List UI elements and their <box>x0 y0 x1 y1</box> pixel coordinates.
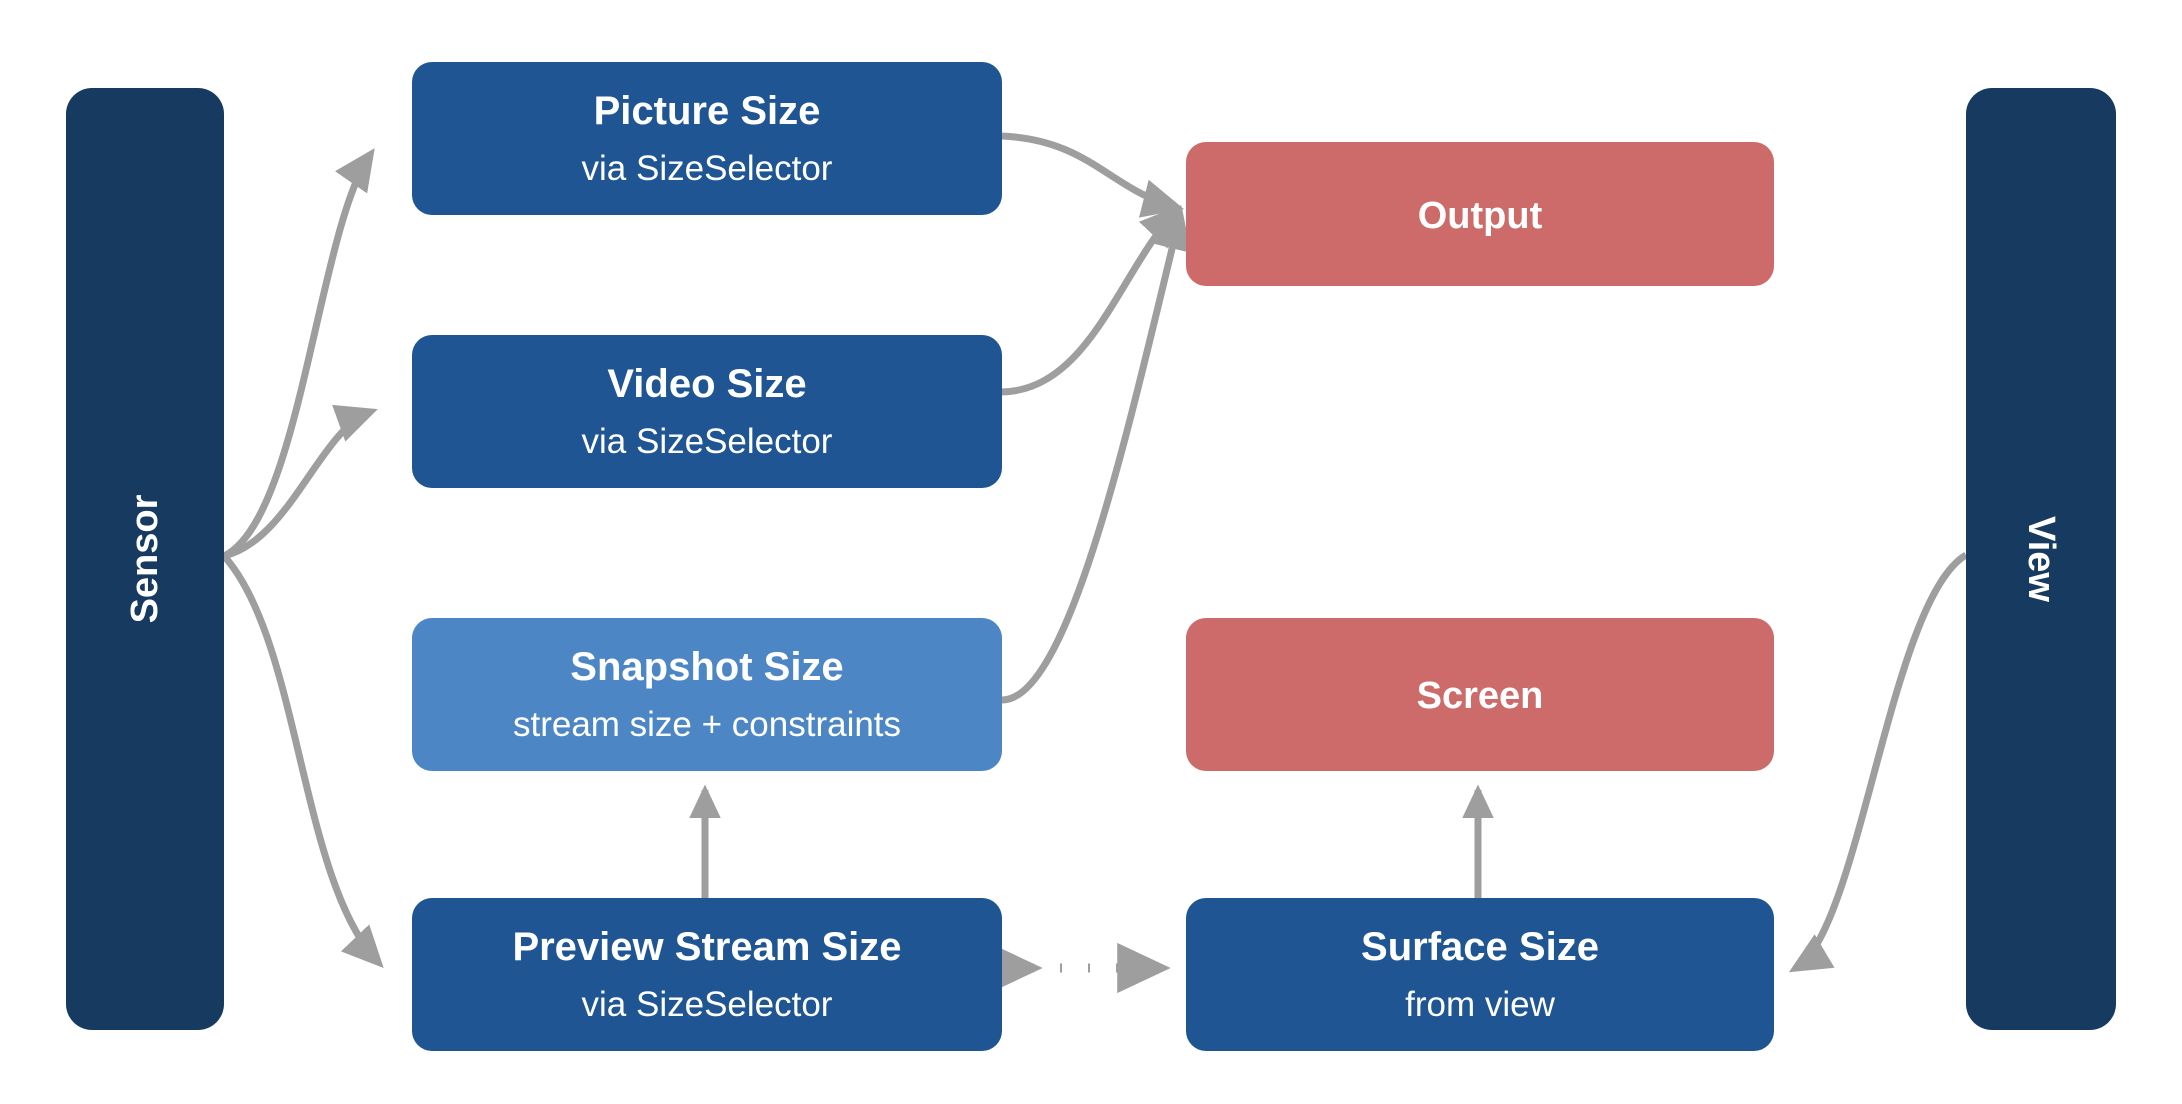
rail-view-box[interactable] <box>1966 88 2116 1030</box>
node-picture-size-subtitle: via SizeSelector <box>582 149 833 188</box>
node-snapshot-size-title: Snapshot Size <box>570 645 843 689</box>
edge-sensor-to-picture-size <box>222 148 375 560</box>
node-surface-size[interactable]: Surface Size from view <box>1186 898 1774 1051</box>
rail-sensor[interactable]: Sensor <box>66 88 224 1030</box>
node-video-size[interactable]: Video Size via SizeSelector <box>412 335 1002 488</box>
node-snapshot-size[interactable]: Snapshot Size stream size + constraints <box>412 618 1002 771</box>
rail-sensor-box[interactable] <box>66 88 224 1030</box>
node-surface-size-subtitle: from view <box>1405 985 1555 1024</box>
node-surface-size-box[interactable] <box>1186 898 1774 1051</box>
node-screen-box[interactable] <box>1186 618 1774 771</box>
node-picture-size-title: Picture Size <box>594 89 821 133</box>
node-video-size-title: Video Size <box>607 362 806 406</box>
edge-video-size-to-output <box>1001 204 1182 396</box>
node-surface-size-title: Surface Size <box>1361 925 1599 969</box>
node-screen-title: Screen <box>1417 675 1544 717</box>
edge-sensor-to-video-size <box>223 404 378 560</box>
node-video-size-box[interactable] <box>412 335 1002 488</box>
edge-picture-size-to-output <box>1001 132 1185 218</box>
node-snapshot-size-box[interactable] <box>412 618 1002 771</box>
rail-view[interactable]: View <box>1966 88 2116 1030</box>
node-picture-size-box[interactable] <box>412 62 1002 215</box>
node-preview-stream-size-subtitle: via SizeSelector <box>582 985 833 1024</box>
node-screen[interactable]: Screen <box>1186 618 1774 771</box>
node-video-size-subtitle: via SizeSelector <box>582 422 833 461</box>
node-output-title: Output <box>1418 195 1543 237</box>
rail-view-label: View <box>2020 516 2062 602</box>
edge-view-to-surface-size <box>1788 551 1968 973</box>
node-preview-stream-size-title: Preview Stream Size <box>512 925 901 969</box>
node-output-box[interactable] <box>1186 142 1774 286</box>
node-preview-stream-size[interactable]: Preview Stream Size via SizeSelector <box>412 898 1002 1051</box>
node-output[interactable]: Output <box>1186 142 1774 286</box>
node-picture-size[interactable]: Picture Size via SizeSelector <box>412 62 1002 215</box>
node-preview-stream-size-box[interactable] <box>412 898 1002 1051</box>
rail-sensor-label: Sensor <box>124 494 166 623</box>
edge-snapshot-size-to-output <box>1001 207 1192 704</box>
edges-layer: Surface Size (dotted, bidirectional) --> <box>221 132 1968 994</box>
node-snapshot-size-subtitle: stream size + constraints <box>513 705 901 744</box>
edge-sensor-to-preview-stream-size <box>221 553 384 969</box>
